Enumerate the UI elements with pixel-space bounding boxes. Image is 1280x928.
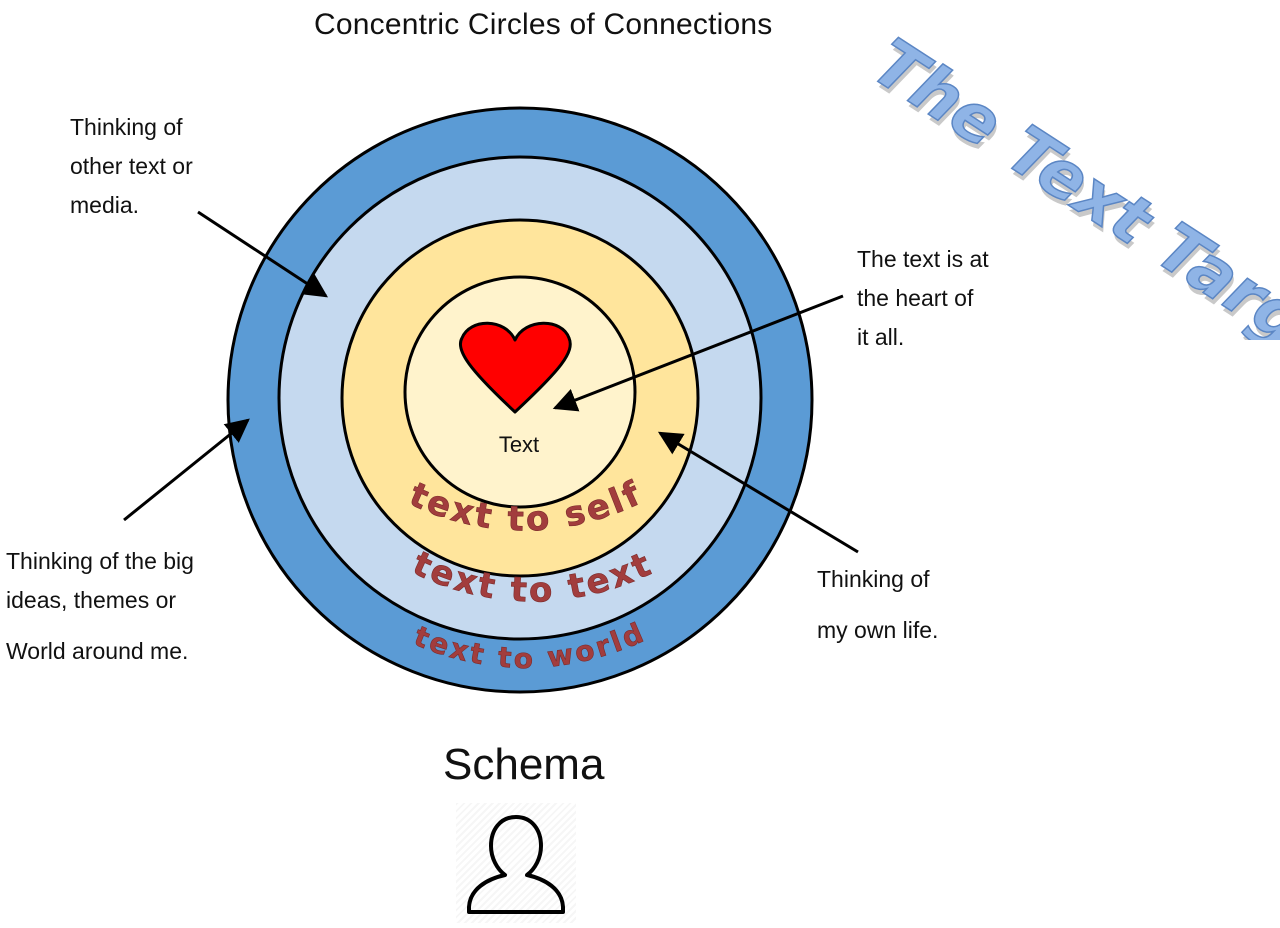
label-line: the heart of	[857, 285, 974, 311]
person-icon-box	[456, 803, 576, 923]
label-line: World around me.	[6, 638, 189, 664]
arrow-text-heart	[552, 294, 844, 412]
arrow-big-ideas	[123, 418, 250, 522]
person-icon	[467, 815, 565, 914]
schema-title: Schema	[443, 740, 605, 789]
label-big-ideas: Thinking of the big ideas, themes or Wor…	[6, 542, 194, 671]
label-line: Thinking of the big	[6, 548, 194, 574]
label-line: it all.	[857, 324, 905, 350]
label-line: my own life.	[817, 617, 939, 643]
label-line: other text or	[70, 153, 193, 179]
label-text-heart: The text is at the heart of it all.	[857, 240, 989, 357]
label-own-life: Thinking of my own life.	[817, 560, 938, 650]
arrow-own-life	[657, 431, 859, 554]
label-line: Thinking of	[817, 566, 930, 592]
page-title: Concentric Circles of Connections	[314, 8, 773, 41]
center-label: Text	[499, 432, 539, 457]
wordart-title: The Text Target The Text Target	[859, 23, 1280, 340]
label-other-text: Thinking of other text or media.	[70, 108, 193, 225]
heart-icon	[458, 321, 572, 414]
label-line: Thinking of	[70, 114, 183, 140]
label-line: ideas, themes or	[6, 587, 177, 613]
label-line: media.	[70, 192, 140, 218]
arrow-other-text	[197, 210, 329, 298]
label-line: The text is at	[857, 246, 989, 272]
